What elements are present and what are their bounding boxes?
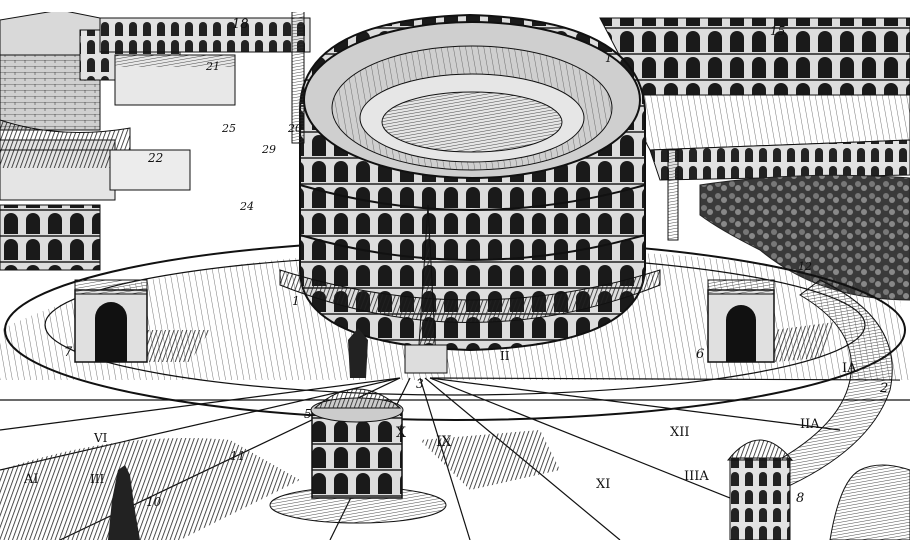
colosseum [279, 13, 661, 352]
column-right [667, 149, 679, 241]
label-20: 20 [287, 122, 302, 135]
triumphal-arch-right [707, 279, 835, 363]
triumphal-arch-left [74, 279, 210, 363]
label-8: 8 [796, 491, 804, 506]
plaza-shadow-left [0, 438, 300, 540]
label-12: 12 [798, 260, 812, 273]
roman-III: III [90, 472, 104, 486]
numeral-labels: 18 21 15 22 25 29 20 24 1 1 7 6 2 3 5 8 … [23, 17, 888, 509]
roman-IIIA: IIIA [684, 469, 709, 484]
roman-XII: XII [670, 425, 690, 440]
label-7: 7 [64, 345, 73, 360]
label-2: 2 [879, 381, 888, 396]
label-15: 15 [770, 24, 785, 38]
label-25: 25 [221, 122, 236, 135]
temple-complex-top-left [0, 9, 311, 271]
statue-left [108, 465, 140, 540]
roman-IIA: IIA [800, 417, 820, 432]
roman-II: II [500, 349, 510, 363]
top-border [0, 0, 910, 12]
roman-VI: VI [93, 431, 108, 445]
foreground-plants [829, 464, 910, 540]
roman-IX: IX [436, 434, 452, 450]
roman-X: X [396, 425, 406, 441]
roman-IA: IA [842, 361, 857, 376]
label-3: 3 [416, 377, 424, 391]
label-1-colosseum: 1 [605, 52, 612, 65]
label-1-plaza: 1 [292, 294, 300, 308]
label-11: 11 [230, 449, 245, 463]
label-18: 18 [232, 17, 249, 32]
roman-AI: AI [23, 472, 39, 487]
small-tower-right [726, 439, 794, 540]
label-10: 10 [146, 495, 162, 509]
label-24: 24 [239, 200, 254, 213]
label-22: 22 [147, 151, 163, 165]
label-29: 29 [261, 143, 276, 156]
label-5: 5 [304, 407, 312, 421]
plaza-shadow-right [420, 430, 560, 490]
roman-XI: XI [596, 477, 610, 492]
label-21: 21 [205, 60, 220, 73]
round-temple [269, 328, 447, 524]
distant-stadium-right [599, 17, 910, 181]
obelisk-base [404, 344, 448, 374]
label-6: 6 [696, 347, 704, 362]
